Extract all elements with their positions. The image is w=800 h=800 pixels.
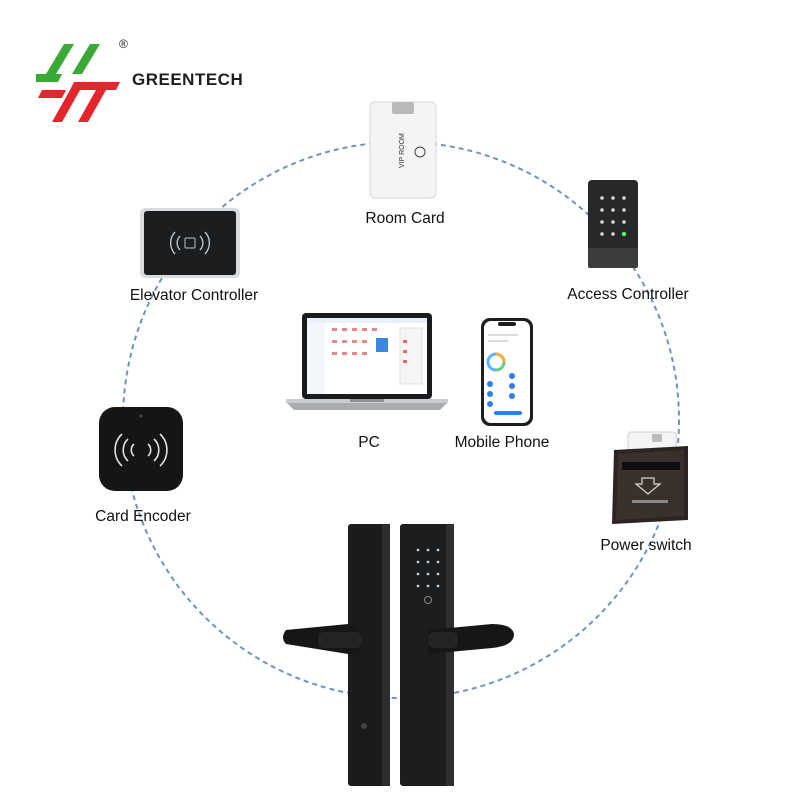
card-text: VIP ROOM	[399, 133, 406, 168]
registered-mark: ®	[119, 37, 128, 51]
mobile-phone-label: Mobile Phone	[454, 434, 550, 451]
greentech-logo-icon	[36, 44, 120, 122]
room-card-icon: VIP ROOM	[369, 101, 437, 199]
pc-label: PC	[358, 434, 380, 451]
elevator-controller-label: Elevator Controller	[129, 287, 259, 304]
room-card-label: Room Card	[365, 210, 445, 227]
card-encoder-label: Card Encoder	[95, 508, 191, 525]
laptop-icon	[286, 313, 448, 410]
card-encoder-icon	[99, 407, 183, 491]
rfid-reader-icon	[140, 208, 240, 278]
keypad-reader-icon	[588, 180, 638, 268]
smart-door-lock-icon	[283, 524, 514, 786]
power-switch-icon	[612, 431, 688, 524]
smartphone-icon	[481, 318, 533, 426]
brand-name: GREENTECH	[132, 70, 244, 89]
access-controller-label: Access Controller	[567, 286, 689, 303]
power-switch-label: Power switch	[600, 537, 692, 554]
